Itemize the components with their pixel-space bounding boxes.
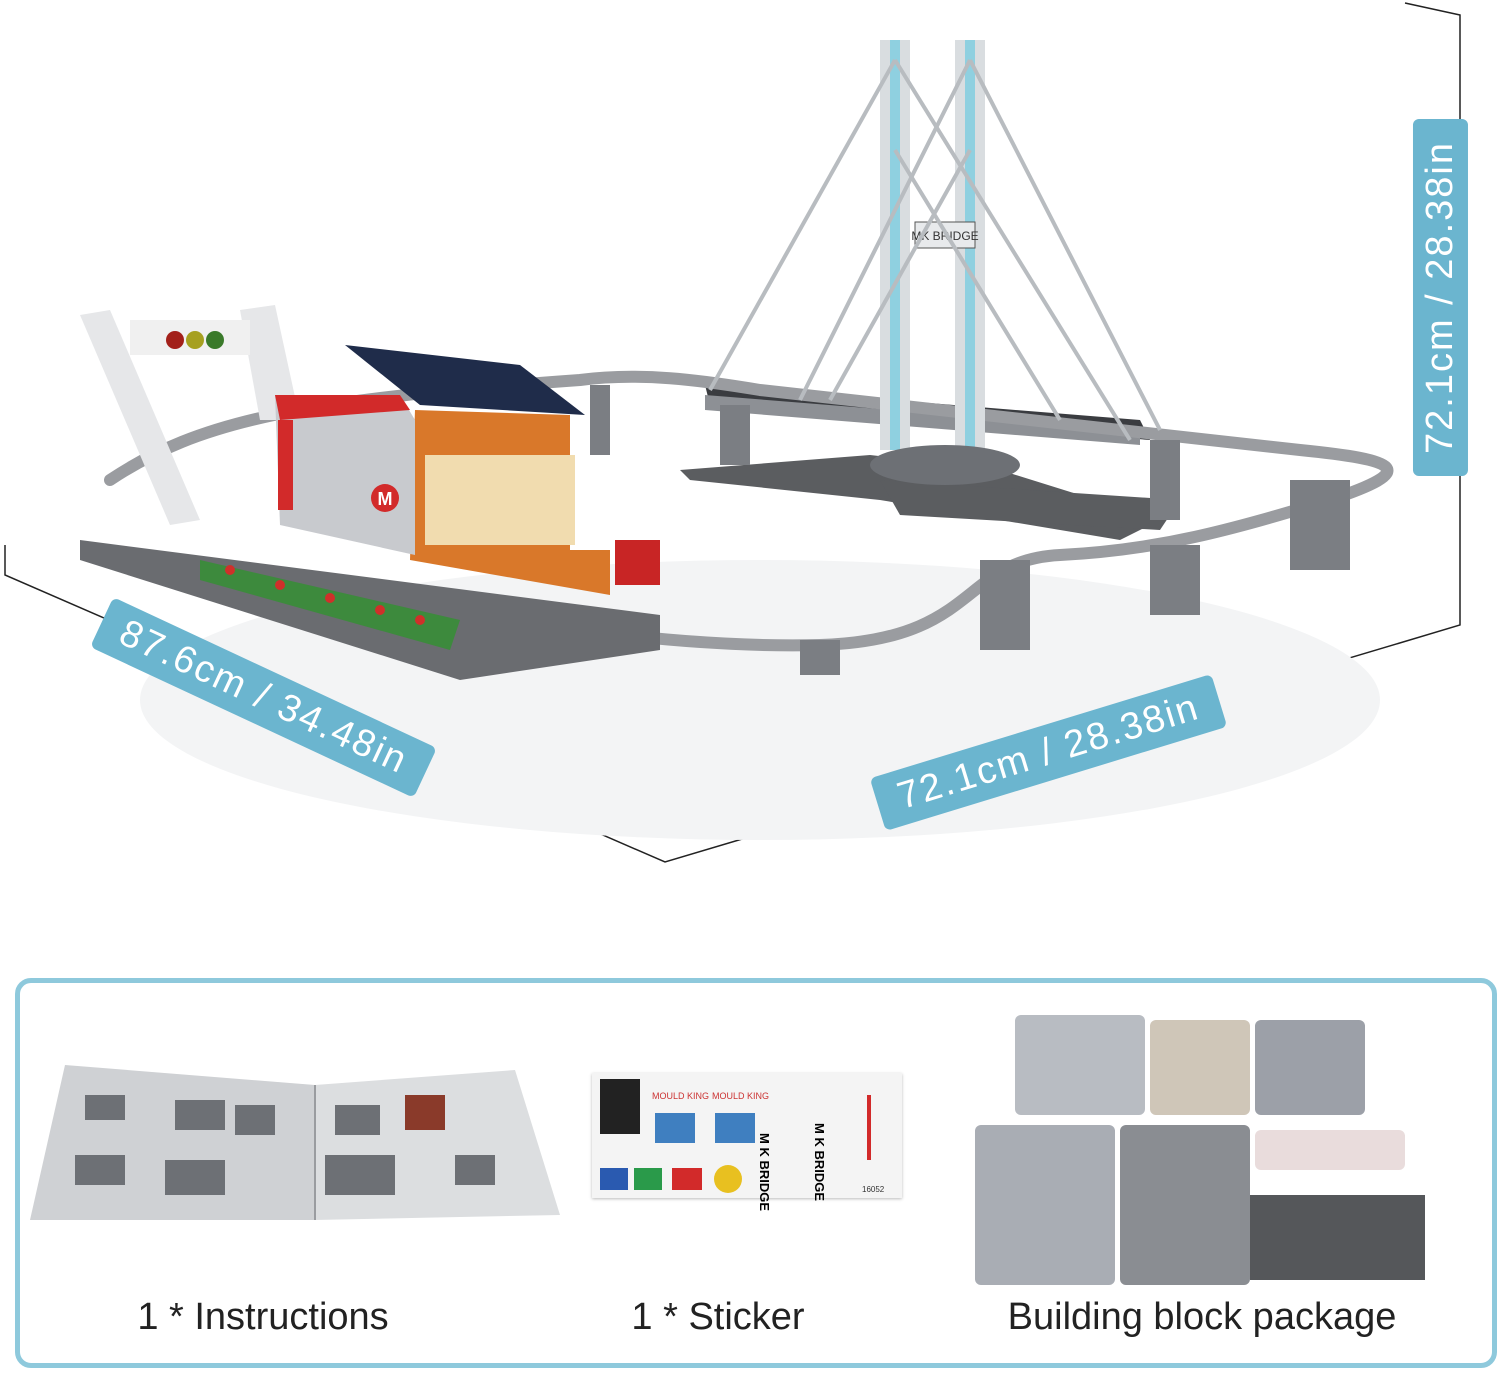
sticker-code: 16052 [862, 1185, 885, 1194]
bridge-tower: MK BRIDGE [708, 40, 1162, 485]
bridge-sign: MK BRIDGE [911, 229, 978, 243]
sticker-brand-text: MOULD KING [652, 1091, 710, 1101]
building-block-bags-image [975, 1015, 1425, 1285]
baseplates [680, 455, 1180, 540]
block-package-caption: Building block package [1007, 1296, 1397, 1338]
track-pillars [590, 385, 1350, 675]
sticker-sheet-image: MOULD KING MOULD KING M K BRIDGE M K BRI… [592, 1073, 902, 1211]
instructions-caption: 1 * Instructions [137, 1296, 389, 1338]
product-illustration: MK BRIDGE M [4, 2, 1461, 863]
height-dimension-label: 72.1cm / 28.38in [1412, 119, 1468, 476]
sticker-caption: 1 * Sticker [631, 1296, 805, 1338]
station: M [80, 305, 660, 680]
sticker-bridge-text: M K BRIDGE [757, 1133, 772, 1211]
instructions-booklet-image [30, 1065, 560, 1220]
package-contents-panel [15, 978, 1497, 1368]
station-logo: M [378, 489, 393, 509]
sticker-brand-text-2: MOULD KING [712, 1091, 770, 1101]
sticker-bridge-text-2: M K BRIDGE [812, 1123, 827, 1201]
